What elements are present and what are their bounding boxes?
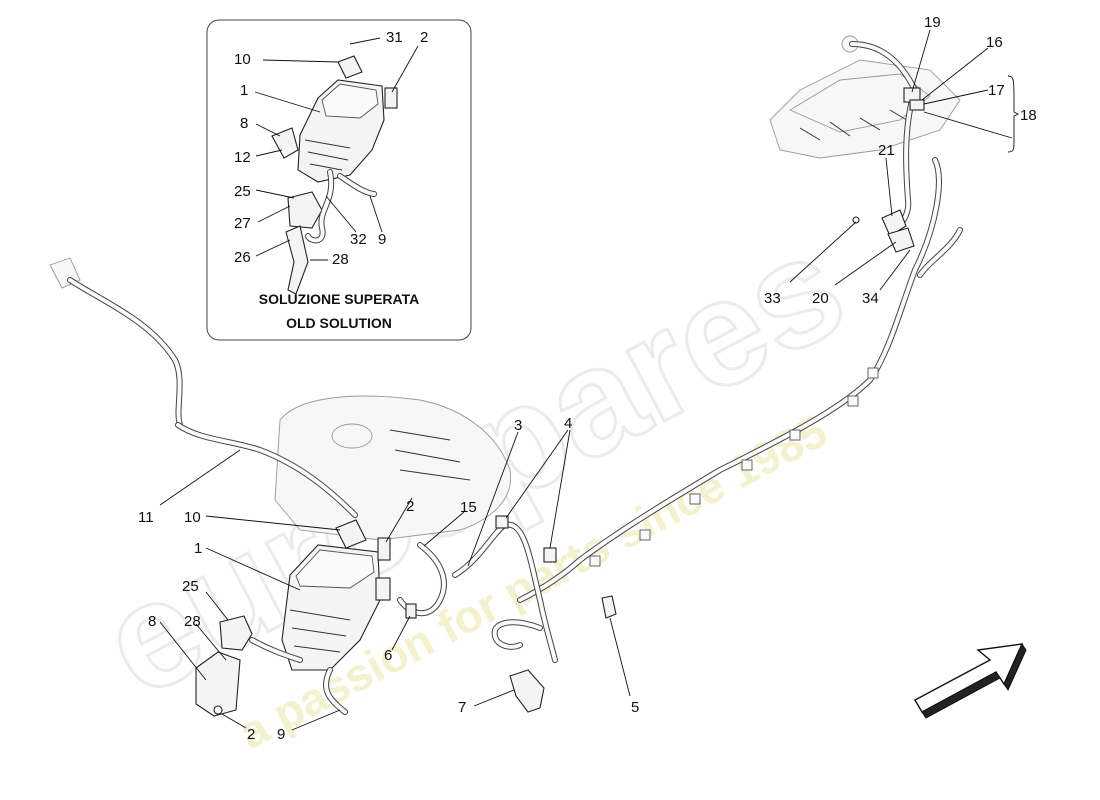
callout-3: 3 bbox=[514, 417, 522, 434]
callout-2-lower: 2 bbox=[247, 726, 255, 743]
inset-port bbox=[384, 87, 398, 109]
inset-callout-26: 26 bbox=[234, 249, 251, 266]
bracket-20 bbox=[887, 227, 915, 253]
clip-4a bbox=[495, 515, 509, 529]
old-solution-inset: 31 2 10 1 8 12 25 27 26 32 9 28 SOLUZION… bbox=[206, 19, 472, 341]
inset-caption-italian: SOLUZIONE SUPERATA bbox=[259, 291, 420, 307]
inset-valve-bracket bbox=[285, 225, 309, 295]
clip-4b bbox=[543, 547, 557, 563]
inset-callout-2: 2 bbox=[420, 29, 428, 46]
inset-frame bbox=[206, 19, 472, 341]
inset-callout-10: 10 bbox=[234, 51, 251, 68]
inset-callouts: 31 2 10 1 8 12 25 27 26 32 9 28 bbox=[234, 29, 428, 268]
intake-manifold bbox=[769, 35, 961, 159]
bracket-10 bbox=[335, 519, 367, 549]
callout-16: 16 bbox=[986, 34, 1003, 51]
inset-caption-english: OLD SOLUTION bbox=[286, 315, 392, 331]
vapor-line-upper bbox=[852, 87, 925, 253]
inset-leaders bbox=[254, 37, 419, 261]
clip-5 bbox=[601, 595, 617, 619]
callout-34: 34 bbox=[862, 290, 879, 307]
main-leaders bbox=[159, 29, 1020, 731]
filler-neck bbox=[49, 257, 358, 518]
port-canister bbox=[375, 577, 391, 601]
bolt-33 bbox=[852, 216, 860, 224]
vapor-line-main bbox=[517, 157, 963, 603]
main-callouts: 19 16 17 18 21 33 20 34 3 4 11 10 2 15 1… bbox=[138, 14, 1037, 743]
clip-21 bbox=[881, 209, 907, 237]
clip-6 bbox=[405, 603, 417, 619]
callout-17: 17 bbox=[988, 82, 1005, 99]
inset-bracket-top bbox=[337, 55, 363, 79]
inset-callout-25: 25 bbox=[234, 183, 251, 200]
inset-callout-8: 8 bbox=[240, 115, 248, 132]
callout-10: 10 bbox=[184, 509, 201, 526]
callout-21: 21 bbox=[878, 142, 895, 159]
connector-17 bbox=[909, 99, 925, 111]
callout-33: 33 bbox=[764, 290, 781, 307]
inset-callout-28: 28 bbox=[332, 251, 349, 268]
callout-15: 15 bbox=[460, 499, 477, 516]
inset-canister-top bbox=[321, 83, 379, 119]
bolt-2-lower bbox=[213, 705, 223, 715]
inset-callout-27: 27 bbox=[234, 215, 251, 232]
main-canister bbox=[195, 519, 447, 717]
callout-6: 6 bbox=[384, 647, 392, 664]
callout-28: 28 bbox=[184, 613, 201, 630]
callout-1: 1 bbox=[194, 540, 202, 557]
bracket-7 bbox=[509, 669, 545, 713]
port-2 bbox=[377, 537, 391, 561]
inset-valve bbox=[287, 191, 323, 229]
inset-callout-12: 12 bbox=[234, 149, 251, 166]
inset-callout-9: 9 bbox=[378, 231, 386, 248]
callout-2: 2 bbox=[406, 498, 414, 515]
callout-20: 20 bbox=[812, 290, 829, 307]
callout-18: 18 bbox=[1020, 107, 1037, 124]
purge-valve-25 bbox=[219, 615, 253, 651]
inset-callout-32: 32 bbox=[350, 231, 367, 248]
callout-25: 25 bbox=[182, 578, 199, 595]
inset-callout-1: 1 bbox=[240, 82, 248, 99]
callout-8: 8 bbox=[148, 613, 156, 630]
inset-callout-31: 31 bbox=[386, 29, 403, 46]
fuel-tank bbox=[274, 395, 512, 541]
bracket-8 bbox=[195, 651, 241, 717]
callout-7: 7 bbox=[458, 699, 466, 716]
callout-9: 9 bbox=[277, 726, 285, 743]
callout-11: 11 bbox=[138, 509, 154, 526]
callout-19: 19 bbox=[924, 14, 941, 31]
callout-5: 5 bbox=[631, 699, 639, 716]
callout-4: 4 bbox=[564, 415, 572, 432]
direction-arrow-icon bbox=[914, 642, 1027, 719]
